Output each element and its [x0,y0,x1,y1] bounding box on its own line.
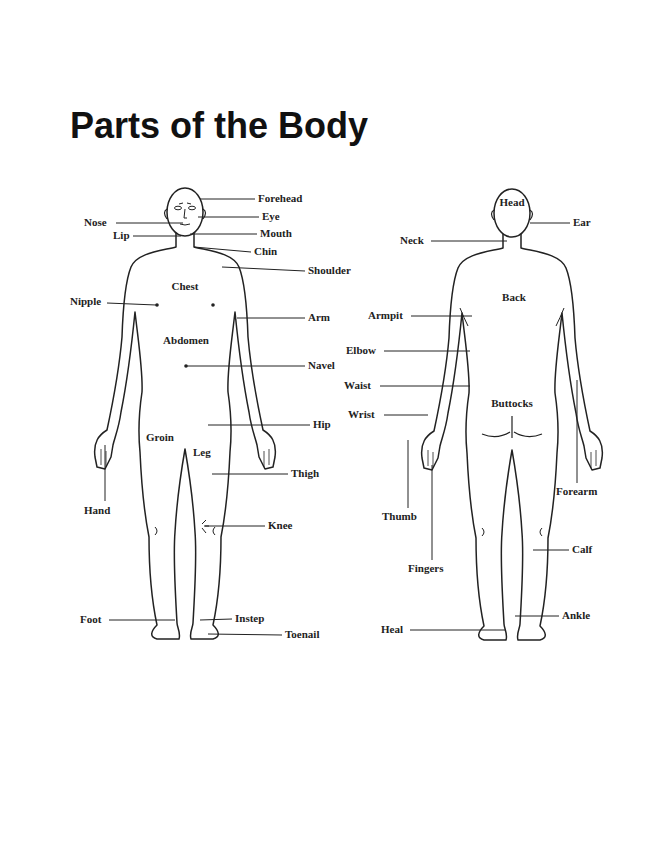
part-label: Hand [84,504,110,517]
leader-line [222,267,305,271]
part-label: Head [499,196,524,209]
leader-line [208,425,310,426]
leader-line [116,223,183,224]
part-label: Nipple [70,295,101,308]
part-label: Groin [146,431,174,444]
leader-line [431,241,507,242]
leader-line [408,440,409,508]
part-label: Abdomen [163,334,209,347]
part-label: Wrist [348,408,375,421]
leader-line [577,380,578,483]
part-label: Fingers [408,562,443,575]
leader-line [107,303,156,305]
front-figure [95,188,276,639]
leader-line [533,550,569,551]
leader-line [515,616,559,617]
leader-line [208,634,282,635]
leader-line [105,445,106,501]
part-label: Ear [573,216,591,229]
leader-line [133,236,181,237]
leader-line [109,620,175,621]
part-label: Chin [254,245,277,258]
leader-line [212,474,288,475]
part-label: Neck [400,234,424,247]
part-label: Calf [572,543,592,556]
part-label: Ankle [562,609,590,622]
part-label: Navel [308,359,335,372]
part-label: Leg [193,446,211,459]
leader-line [190,234,257,235]
leader-line [200,619,232,620]
part-label: Nose [84,216,107,229]
part-label: Forearm [556,485,597,498]
leader-line [198,217,259,218]
back-figure [422,189,603,640]
part-label: Toenail [285,628,319,641]
part-label: Waist [344,379,371,392]
part-label: Eye [262,210,280,223]
leader-line [205,526,265,527]
part-label: Forehead [258,192,302,205]
part-label: Hip [313,418,331,431]
part-label: Buttocks [491,397,533,410]
part-label: Shoulder [308,264,351,277]
part-label: Heal [381,623,403,636]
part-label: Back [502,291,526,304]
part-label: Thumb [382,510,417,523]
diagram-title: Parts of the Body [70,104,368,147]
part-label: Knee [268,519,292,532]
leader-line [380,386,470,387]
part-label: Instep [235,612,264,625]
part-label: Thigh [291,467,319,480]
part-label: Elbow [346,344,376,357]
leader-lines [105,199,577,635]
part-label: Arm [308,311,330,324]
part-label: Mouth [260,227,292,240]
leader-line [384,415,428,416]
leader-line [410,630,505,631]
leader-line [384,351,470,352]
leader-line [530,223,570,224]
leader-line [237,318,305,319]
part-label: Chest [172,280,199,293]
leader-line [200,199,255,200]
part-label: Armpit [368,309,403,322]
leader-line [432,465,433,560]
leader-line [186,366,305,367]
leader-line [194,247,251,252]
leader-line [411,316,472,317]
part-label: Lip [113,229,130,242]
part-label: Foot [80,613,101,626]
